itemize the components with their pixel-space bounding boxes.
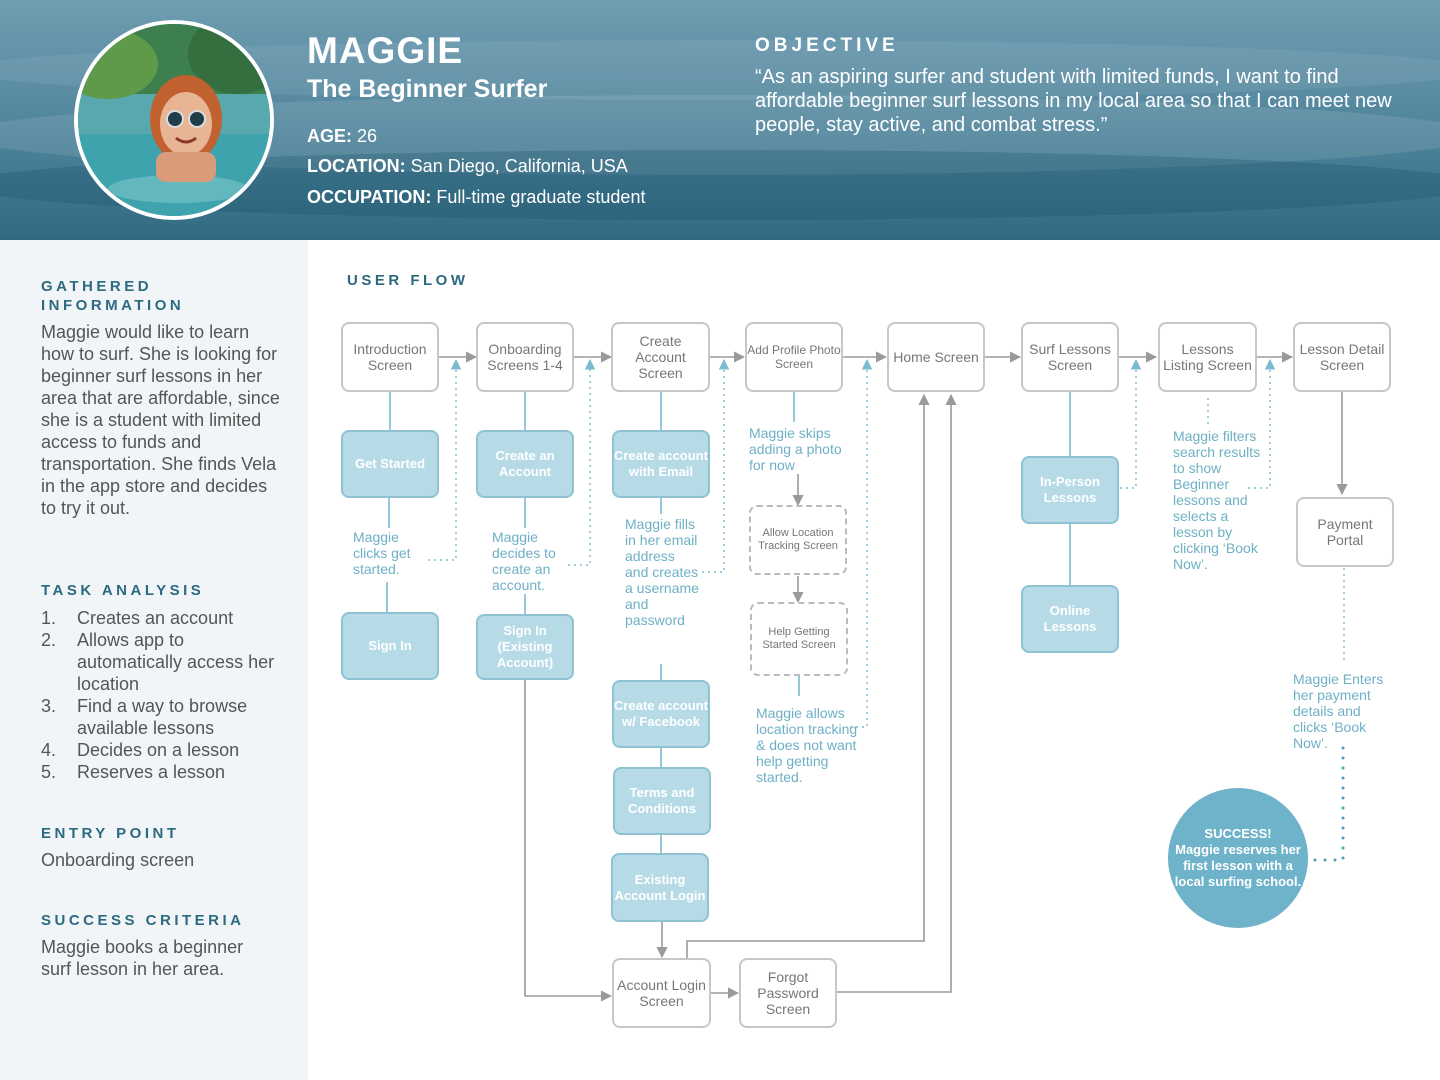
persona-header: MAGGIE The Beginner Surfer AGE: 26 LOCAT… xyxy=(0,0,1440,240)
create-with-facebook-button-node: Create account w/ Facebook xyxy=(612,680,710,748)
task-number: 1. xyxy=(41,608,57,628)
sign-in-existing-button-node: Sign In (Existing Account) xyxy=(476,614,574,680)
success-criteria-text: Maggie books a beginner surf lesson in h… xyxy=(41,937,244,979)
payment-portal-node: Payment Portal xyxy=(1296,497,1394,567)
success-title: SUCCESS! xyxy=(1204,826,1272,841)
sign-in-button-node: Sign In xyxy=(341,612,439,680)
account-login-screen-node: Account Login Screen xyxy=(612,958,711,1028)
in-person-lessons-node: In-Person Lessons xyxy=(1021,456,1119,524)
onboarding-screens-node: Onboarding Screens 1-4 xyxy=(476,322,574,392)
task-text: Decides on a lesson xyxy=(77,740,240,760)
success-outcome-circle: SUCCESS! Maggie reserves her first lesso… xyxy=(1168,788,1308,928)
sidebar: GATHERED INFORMATION Maggie would like t… xyxy=(0,240,308,1080)
note-filters-search: Maggie filters search results to show Be… xyxy=(1173,428,1261,572)
task-text: Find a way to browse available lessons xyxy=(77,696,248,738)
task-number: 5. xyxy=(41,762,57,782)
note-decides-create-account: Maggie decides to create an account. xyxy=(492,529,556,593)
success-criteria-title: SUCCESS CRITERIA xyxy=(41,912,245,929)
create-account-screen-node: Create Account Screen xyxy=(611,322,710,392)
task-text: Creates an account xyxy=(77,608,234,628)
task-analysis-title: TASK ANALYSIS xyxy=(41,582,205,599)
persona-subtitle: The Beginner Surfer xyxy=(307,75,548,103)
occupation-value: Full-time graduate student xyxy=(436,187,646,207)
occupation-label: OCCUPATION: xyxy=(307,187,432,207)
age-label: AGE: xyxy=(307,126,352,146)
header-divider xyxy=(0,238,1440,240)
note-enters-payment: Maggie Enters her payment details and cl… xyxy=(1293,671,1384,751)
lesson-detail-screen-node: Lesson Detail Screen xyxy=(1293,322,1391,392)
entry-point-text: Onboarding screen xyxy=(41,850,195,870)
terms-and-conditions-node: Terms and Conditions xyxy=(613,767,711,835)
create-an-account-button-node: Create an Account xyxy=(476,430,574,498)
get-started-button-node: Get Started xyxy=(341,430,439,498)
note-fills-email: Maggie fills in her email address and cr… xyxy=(625,516,699,628)
location-label: LOCATION: xyxy=(307,156,406,176)
note-allows-location: Maggie allows location tracking & does n… xyxy=(756,705,858,785)
task-number: 4. xyxy=(41,740,57,760)
add-profile-photo-node: Add Profile Photo Screen xyxy=(745,322,843,392)
task-text: Reserves a lesson xyxy=(77,762,226,782)
note-skips-photo: Maggie skips adding a photo for now xyxy=(749,425,842,473)
task-number: 3. xyxy=(41,696,57,716)
task-number: 2. xyxy=(41,630,57,650)
create-with-email-button-node: Create account with Email xyxy=(612,430,710,498)
persona-location: LOCATION: San Diego, California, USA xyxy=(307,156,628,177)
intro-screen-node: Introduction Screen xyxy=(341,322,439,392)
objective-title: OBJECTIVE xyxy=(755,35,899,56)
entry-point-title: ENTRY POINT xyxy=(41,825,180,842)
persona-occupation: OCCUPATION: Full-time graduate student xyxy=(307,187,645,208)
task-text: Allows app to automatically access her l… xyxy=(77,630,275,694)
persona-avatar xyxy=(74,20,274,220)
persona-age: AGE: 26 xyxy=(307,126,377,147)
surf-lessons-screen-node: Surf Lessons Screen xyxy=(1021,322,1119,392)
location-value: San Diego, California, USA xyxy=(410,156,628,176)
user-flow-title: USER FLOW xyxy=(347,272,469,289)
objective-text: “As an aspiring surfer and student with … xyxy=(755,66,1392,136)
help-getting-started-node: Help Getting Started Screen xyxy=(750,602,848,676)
existing-account-login-node: Existing Account Login xyxy=(611,853,709,922)
gathered-information-title: GATHERED INFORMATION xyxy=(41,278,185,314)
persona-name: MAGGIE xyxy=(307,30,464,71)
forgot-password-screen-node: Forgot Password Screen xyxy=(739,958,837,1028)
success-text: Maggie reserves her first lesson with a … xyxy=(1174,842,1302,889)
home-screen-node: Home Screen xyxy=(887,322,985,392)
online-lessons-node: Online Lessons xyxy=(1021,585,1119,653)
allow-location-tracking-node: Allow Location Tracking Screen xyxy=(749,505,847,575)
age-value: 26 xyxy=(357,126,378,146)
gathered-information-text: Maggie would like to learn how to surf. … xyxy=(41,322,280,518)
persona-photo-illustration xyxy=(78,24,270,216)
note-clicks-get-started: Maggie clicks get started. xyxy=(353,529,411,577)
lessons-listing-screen-node: Lessons Listing Screen xyxy=(1158,322,1257,392)
